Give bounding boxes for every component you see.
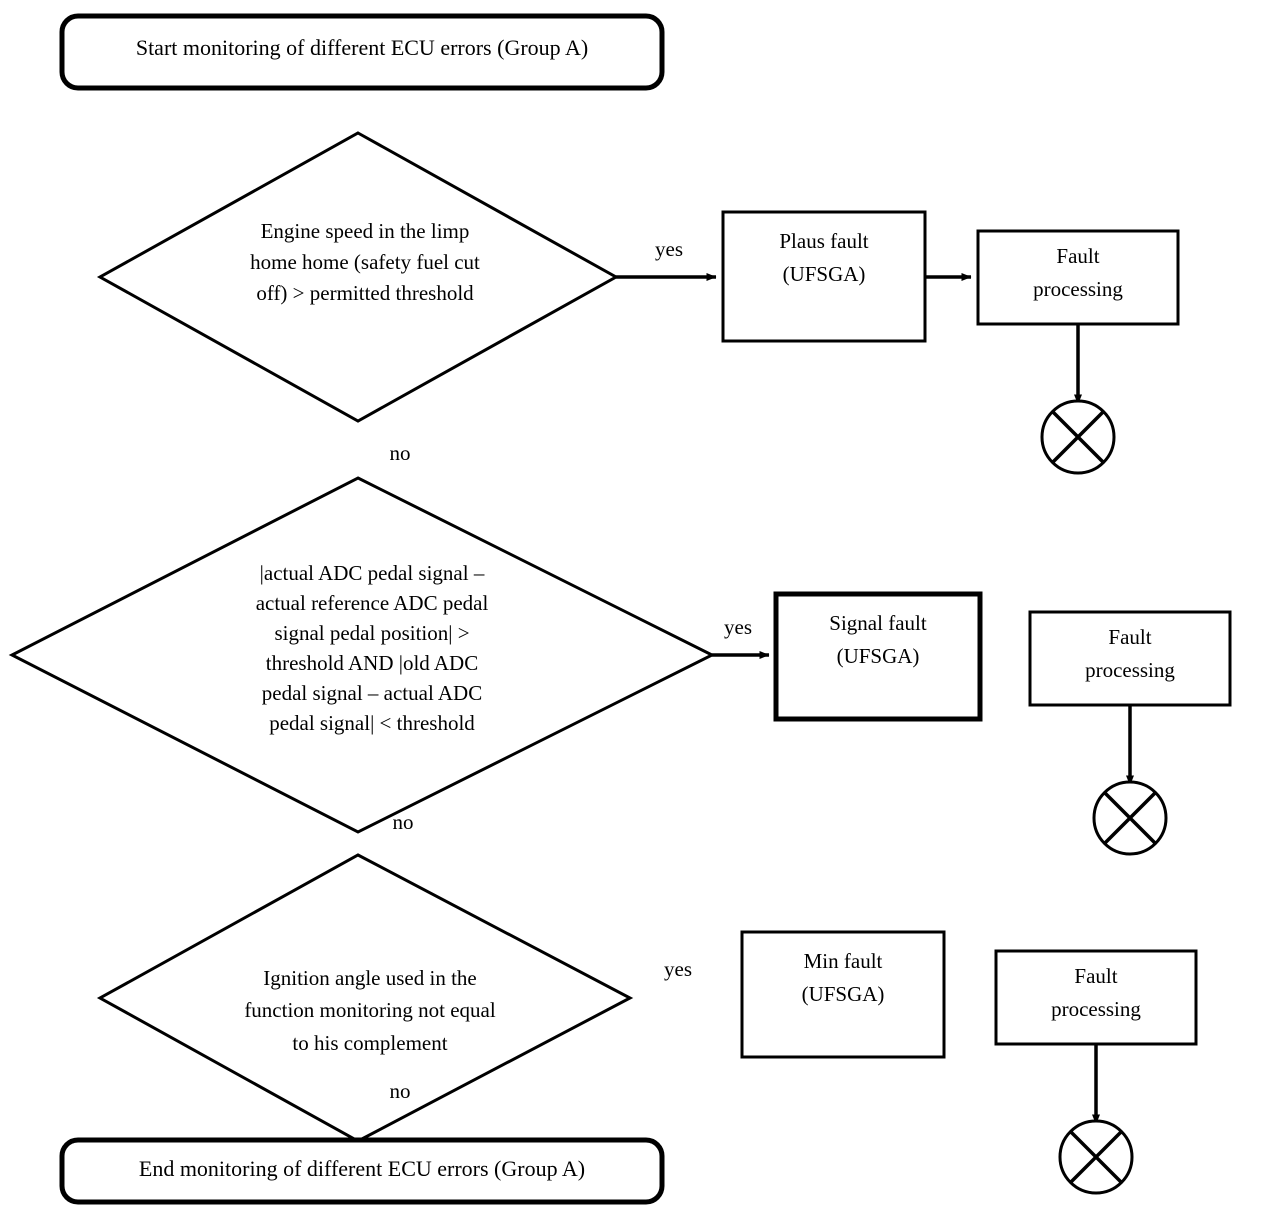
crossed-circle-2-slash-b	[1103, 791, 1157, 845]
end-terminator: End monitoring of different ECU errors (…	[59, 1137, 665, 1205]
signal-fault-shape	[773, 591, 983, 722]
min-fault-line-2: (UFSGA)	[802, 982, 885, 1006]
fault-processing-3-line-1: Fault	[1074, 964, 1117, 988]
decision-adc-line-6: pedal signal| < threshold	[269, 711, 475, 735]
crossed-circle-2-icon	[1092, 780, 1168, 856]
decision-engine-speed: Engine speed in the limp home home (safe…	[96, 131, 620, 423]
signal-fault-box: Signal fault (UFSGA)	[773, 591, 983, 722]
fault-processing-2-shape	[1028, 610, 1232, 707]
edge-label-adc-no: no	[393, 810, 414, 834]
fault-processing-1-line-2: processing	[1033, 277, 1123, 301]
start-terminator-label: Start monitoring of different ECU errors…	[136, 35, 588, 60]
end-terminator-label: End monitoring of different ECU errors (…	[139, 1156, 585, 1181]
decision-adc-line-4: threshold AND |old ADC	[266, 651, 478, 675]
decision-ignition-line-2: function monitoring not equal	[244, 998, 496, 1022]
fault-processing-3-box: Fault processing	[994, 949, 1198, 1046]
edge-label-engine-speed-yes: yes	[655, 237, 683, 261]
start-terminator-shape	[59, 13, 665, 91]
edge-label-ignition-yes: yes	[664, 957, 692, 981]
decision-engine-speed-line-1: Engine speed in the limp	[261, 219, 470, 243]
start-terminator: Start monitoring of different ECU errors…	[59, 13, 665, 91]
crossed-circle-3-slash-b	[1069, 1130, 1123, 1184]
signal-fault-line-1: Signal fault	[829, 611, 927, 635]
decision-ignition-line-1: Ignition angle used in the	[263, 966, 476, 990]
end-terminator-shape	[59, 1137, 665, 1205]
decision-adc-pedal-signal: |actual ADC pedal signal – actual refere…	[8, 476, 716, 834]
fault-processing-3-shape	[994, 949, 1198, 1046]
decision-ignition-line-3: to his complement	[292, 1031, 447, 1055]
min-fault-line-1: Min fault	[804, 949, 883, 973]
decision-adc-line-1: |actual ADC pedal signal –	[260, 561, 485, 585]
crossed-circle-3-icon	[1058, 1119, 1134, 1195]
min-fault-shape	[740, 930, 946, 1059]
decision-adc-line-2: actual reference ADC pedal	[256, 591, 489, 615]
decision-adc-line-5: pedal signal – actual ADC	[262, 681, 482, 705]
edge-label-ignition-no: no	[390, 1079, 411, 1103]
signal-fault-line-2: (UFSGA)	[837, 644, 920, 668]
plaus-fault-line-1: Plaus fault	[779, 229, 868, 253]
fault-processing-1-line-1: Fault	[1056, 244, 1099, 268]
fault-processing-3-line-2: processing	[1051, 997, 1141, 1021]
plaus-fault-shape	[721, 210, 927, 343]
decision-engine-speed-line-3: off) > permitted threshold	[256, 281, 474, 305]
fault-processing-2-line-2: processing	[1085, 658, 1175, 682]
decision-engine-speed-line-2: home home (safety fuel cut	[250, 250, 480, 274]
edge-label-engine-speed-no: no	[390, 441, 411, 465]
fault-processing-2-box: Fault processing	[1028, 610, 1232, 707]
edge-label-adc-yes: yes	[724, 615, 752, 639]
decision-adc-line-3: signal pedal position| >	[274, 621, 469, 645]
crossed-circle-1-slash-b	[1051, 410, 1105, 464]
decision-ignition-angle: Ignition angle used in the function moni…	[96, 853, 634, 1143]
plaus-fault-line-2: (UFSGA)	[783, 262, 866, 286]
decision-engine-speed-shape	[96, 131, 620, 423]
fault-processing-2-line-1: Fault	[1108, 625, 1151, 649]
crossed-circle-1-icon	[1040, 399, 1116, 475]
fault-processing-1-box: Fault processing	[976, 229, 1180, 326]
plaus-fault-box: Plaus fault (UFSGA)	[721, 210, 927, 343]
min-fault-box: Min fault (UFSGA)	[740, 930, 946, 1059]
decision-adc-pedal-signal-shape	[8, 476, 716, 834]
